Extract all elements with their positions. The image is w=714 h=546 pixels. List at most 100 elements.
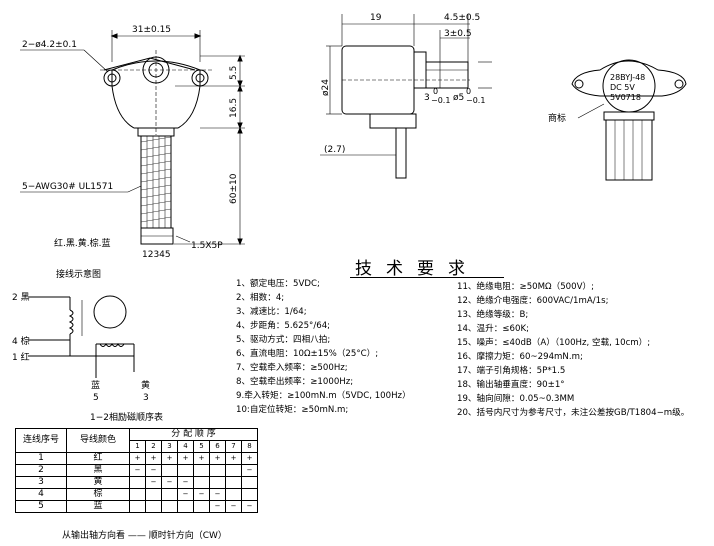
seq-cell: − bbox=[241, 464, 258, 477]
row-no: 2 bbox=[15, 464, 67, 477]
label-line-1: 28BYJ-48 bbox=[610, 73, 645, 82]
seq-cell bbox=[241, 476, 258, 489]
seq-cell bbox=[129, 500, 146, 513]
seq-cell bbox=[241, 488, 258, 501]
spec-item: 16、摩擦力矩：60~294mN.m; bbox=[457, 352, 583, 362]
dim-shaft-offset: 5.5 bbox=[229, 66, 239, 80]
seq-cell bbox=[193, 500, 210, 513]
sequence-table: 连线序号 导线颜色 分 配 顺 序 1 2 3 4 5 6 7 8 1 红 + … bbox=[15, 428, 258, 513]
step-header: 1 bbox=[129, 440, 146, 453]
spec-item: 6、直流电阻：10Ω±15%（25°C）; bbox=[236, 349, 379, 359]
seq-cell bbox=[225, 464, 242, 477]
seq-cell: + bbox=[145, 452, 162, 465]
row-no: 4 bbox=[15, 488, 67, 501]
wire-spec: 5−AWG30# UL1571 bbox=[22, 182, 113, 192]
seq-cell bbox=[209, 476, 226, 489]
spec-item: 13、绝缘等级：B; bbox=[457, 310, 529, 320]
seq-cell bbox=[161, 464, 178, 477]
spec-item: 17、端子引角规格：5P*1.5 bbox=[457, 366, 566, 376]
step-header: 6 bbox=[209, 440, 226, 453]
table-header-row: 连线序号 导线颜色 分 配 顺 序 bbox=[15, 428, 258, 453]
wire-1-label: 1 红 bbox=[12, 351, 30, 363]
dim-flat-len: 3±0.5 bbox=[444, 29, 472, 39]
dim-width: 31±0.15 bbox=[132, 25, 171, 35]
wire-colors: 红.黑.黄.棕.蓝 bbox=[54, 237, 110, 249]
dim-total: 19 bbox=[370, 13, 382, 23]
header-seq: 分 配 顺 序 bbox=[129, 428, 258, 441]
seq-cell: + bbox=[161, 452, 178, 465]
wire-5-num: 5 bbox=[93, 393, 99, 403]
spec-item: 12、绝缘介电强度：600VAC/1mA/1s; bbox=[457, 296, 609, 306]
seq-cell: − bbox=[177, 488, 194, 501]
row-color: 棕 bbox=[66, 488, 130, 501]
spec-item: 19、轴向间隙：0.05~0.3MM bbox=[457, 394, 575, 404]
row-color: 红 bbox=[66, 452, 130, 465]
label-line-3: 5V0718 bbox=[610, 93, 641, 102]
seq-cell: − bbox=[145, 464, 162, 477]
seq-cell: + bbox=[129, 452, 146, 465]
dim-flat-sup: 0 bbox=[433, 87, 438, 96]
spec-item: 9.牵入转矩：≥100mN.m（5VDC, 100Hz） bbox=[236, 391, 411, 401]
spec-item: 18、输出轴垂直度：90±1° bbox=[457, 380, 565, 390]
table-row: 2 黑 − − − bbox=[15, 464, 258, 477]
wiring-title: 接线示意图 bbox=[56, 270, 102, 280]
dim-shaft-sup: 0 bbox=[466, 87, 471, 96]
wiring-diagram bbox=[28, 295, 135, 378]
row-color: 黄 bbox=[66, 476, 130, 489]
dim-diameter: ø24 bbox=[321, 79, 331, 96]
seq-cell: − bbox=[209, 488, 226, 501]
step-header: 5 bbox=[193, 440, 210, 453]
seq-cell: − bbox=[161, 476, 178, 489]
header-no: 连线序号 bbox=[15, 428, 67, 453]
spec-item: 5、驱动方式：四相八拍; bbox=[236, 335, 331, 345]
seq-cell: − bbox=[209, 500, 226, 513]
wire-2-label: 2 黑 bbox=[12, 292, 30, 303]
dim-shaft-tol: −0.1 bbox=[466, 96, 485, 105]
spec-item: 8、空载牵出频率：≥1000Hz; bbox=[236, 377, 354, 387]
dim-flat-tol: −0.1 bbox=[431, 96, 450, 105]
seq-cell bbox=[209, 464, 226, 477]
row-color: 蓝 bbox=[66, 500, 130, 513]
wire-3-color: 黄 bbox=[141, 379, 150, 391]
seq-cell bbox=[145, 500, 162, 513]
wire-5-color: 蓝 bbox=[91, 379, 100, 391]
front-view bbox=[20, 30, 245, 246]
table-row: 5 蓝 − − − bbox=[15, 500, 258, 513]
row-color: 黑 bbox=[66, 464, 130, 477]
seq-cell: − bbox=[145, 476, 162, 489]
dim-holes: 2−ø4.2±0.1 bbox=[22, 40, 77, 50]
seq-cell: + bbox=[209, 452, 226, 465]
connector-spec: 1.5X5P bbox=[191, 241, 223, 251]
seq-cell bbox=[161, 500, 178, 513]
dim-body: 16.5 bbox=[229, 98, 239, 118]
seq-cell: − bbox=[177, 476, 194, 489]
spec-item: 10:自定位转矩：≥50mN.m; bbox=[236, 405, 349, 415]
spec-item: 20、括号内尺寸为参考尺寸，未注公差按GB/T1804−m级。 bbox=[457, 408, 690, 418]
spec-item: 4、步距角：5.625°/64; bbox=[236, 321, 331, 331]
spec-title: 技术要求 bbox=[355, 259, 479, 279]
spec-item: 14、温升：≤60K; bbox=[457, 324, 529, 334]
seq-cell bbox=[161, 488, 178, 501]
step-header: 3 bbox=[161, 440, 178, 453]
table-row: 1 红 + + + + + + + + bbox=[15, 452, 258, 465]
spec-item: 3、减速比：1/64; bbox=[236, 307, 307, 317]
label-view bbox=[571, 59, 687, 181]
spec-item: 1、额定电压：5VDC; bbox=[236, 279, 320, 289]
seq-cell bbox=[225, 476, 242, 489]
trademark-label: 商标 bbox=[548, 112, 566, 124]
seq-cell: + bbox=[193, 452, 210, 465]
spec-item: 7、空载牵入频率：≥500Hz; bbox=[236, 363, 348, 373]
step-header: 4 bbox=[177, 440, 194, 453]
table-row: 4 棕 − − − bbox=[15, 488, 258, 501]
seq-cell bbox=[193, 476, 210, 489]
seq-cell: − bbox=[193, 488, 210, 501]
step-header: 2 bbox=[145, 440, 162, 453]
dim-small: (2.7) bbox=[324, 145, 345, 155]
seq-cell: + bbox=[225, 452, 242, 465]
seq-cell bbox=[129, 488, 146, 501]
step-header: 7 bbox=[225, 440, 242, 453]
seq-cell: − bbox=[241, 500, 258, 513]
row-no: 3 bbox=[15, 476, 67, 489]
table-row: 3 黄 − − − bbox=[15, 476, 258, 489]
